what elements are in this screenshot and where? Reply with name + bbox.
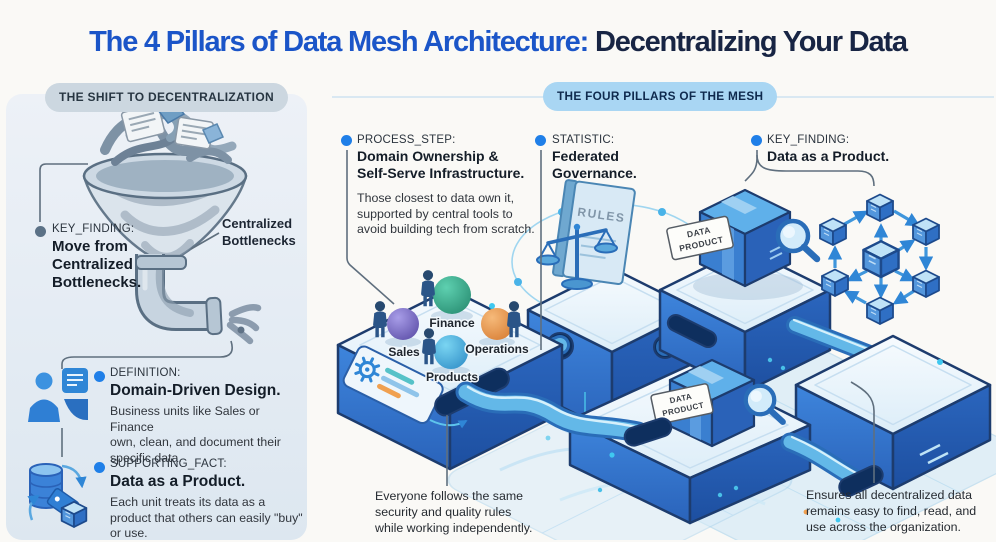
- database-product-icon: [27, 463, 88, 528]
- svg-text:DATA: DATA: [686, 225, 712, 240]
- right-section-header: THE FOUR PILLARS OF THE MESH: [543, 82, 778, 111]
- statistic-bullet: [535, 135, 546, 146]
- page-title: The 4 Pillars of Data Mesh Architecture:…: [0, 26, 996, 59]
- statistic-label: STATISTIC:: [552, 134, 615, 146]
- process-step-body: Those closest to data own it, supported …: [357, 191, 535, 236]
- statistic-title: Federated Governance.: [552, 148, 637, 181]
- pipe-to-discovery-front: [780, 432, 884, 497]
- sales-sphere: [387, 308, 419, 340]
- operations-sphere: [481, 308, 513, 340]
- statistic-block: STATISTIC: Federated Governance.: [552, 134, 682, 182]
- sparkle-dots: [489, 303, 943, 523]
- definition-title: Domain-Driven Design.: [110, 382, 281, 399]
- key-finding-right-bullet: [751, 135, 762, 146]
- sales-label: Sales: [388, 345, 420, 359]
- process-step-bullet: [341, 135, 352, 146]
- centralized-bottlenecks-label: Centralized Bottlenecks: [222, 216, 296, 248]
- supporting-fact-title: Data as a Product.: [110, 473, 246, 490]
- process-step-block: PROCESS_STEP: Domain Ownership & Self-Se…: [357, 134, 542, 238]
- funnel-illustration: [82, 100, 262, 345]
- products-sphere: [434, 335, 468, 369]
- cube-network: [819, 193, 940, 325]
- data-product-box: DATA PRODUCT: [666, 188, 817, 300]
- right-callout-lines: [346, 150, 875, 486]
- data-product-tag: DATA PRODUCT: [650, 383, 714, 425]
- document-shape: [174, 116, 214, 150]
- key-finding-right-title: Data as a Product.: [767, 148, 890, 164]
- key-finding-label: KEY_FINDING:: [52, 223, 135, 235]
- person-document-icon: [28, 368, 88, 422]
- data-product-tag: DATA PRODUCT: [666, 215, 734, 261]
- governance-caption: Everyone follows the same security and q…: [375, 489, 533, 535]
- left-section-header: THE SHIFT TO DECENTRALIZATION: [45, 83, 288, 112]
- definition-label: DEFINITION:: [110, 367, 181, 379]
- operations-label: Operations: [465, 342, 529, 356]
- process-step-label: PROCESS_STEP:: [357, 134, 456, 146]
- page-title-part2: Decentralizing Your Data: [595, 26, 908, 58]
- gear-icon: [354, 356, 381, 383]
- left-callout-lines: [39, 163, 233, 457]
- supporting-fact-label: SUPPORTING_FACT:: [110, 458, 227, 470]
- supporting-fact-block: SUPPORTING_FACT: Data as a Product. Each…: [110, 458, 305, 542]
- definition-body: Business units like Sales or Finance own…: [110, 404, 281, 465]
- key-finding-right-block: KEY_FINDING: Data as a Product.: [767, 134, 917, 165]
- key-finding-title: Move from Centralized Bottlenecks.: [52, 238, 142, 291]
- products-label: Products: [426, 370, 478, 384]
- key-finding-block: KEY_FINDING: Move from Centralized Bottl…: [52, 223, 212, 292]
- process-step-title: Domain Ownership & Self-Serve Infrastruc…: [357, 148, 525, 181]
- supporting-fact-body: Each unit treats its data as a product t…: [110, 495, 303, 540]
- supporting-fact-bullet: [94, 462, 105, 473]
- pipe-curvy-front: [455, 381, 673, 447]
- data-product-box-2: DATA PRODUCT: [650, 358, 783, 448]
- key-finding-right-label: KEY_FINDING:: [767, 134, 850, 146]
- crumpled-data-shape: [201, 123, 225, 144]
- key-finding-bullet: [35, 226, 46, 237]
- page-title-part1: The 4 Pillars of Data Mesh Architecture:: [89, 26, 589, 58]
- discoverability-caption: Ensures all decentralized data remains e…: [806, 488, 977, 534]
- finance-sphere: [433, 276, 471, 314]
- definition-block: DEFINITION: Domain-Driven Design. Busine…: [110, 367, 300, 466]
- finance-label: Finance: [429, 316, 475, 330]
- definition-bullet: [94, 371, 105, 382]
- self-serve-panel: [342, 345, 444, 425]
- domain-spheres: Sales Finance Products Operations: [373, 270, 530, 386]
- rules-book-label: RULES: [577, 205, 627, 226]
